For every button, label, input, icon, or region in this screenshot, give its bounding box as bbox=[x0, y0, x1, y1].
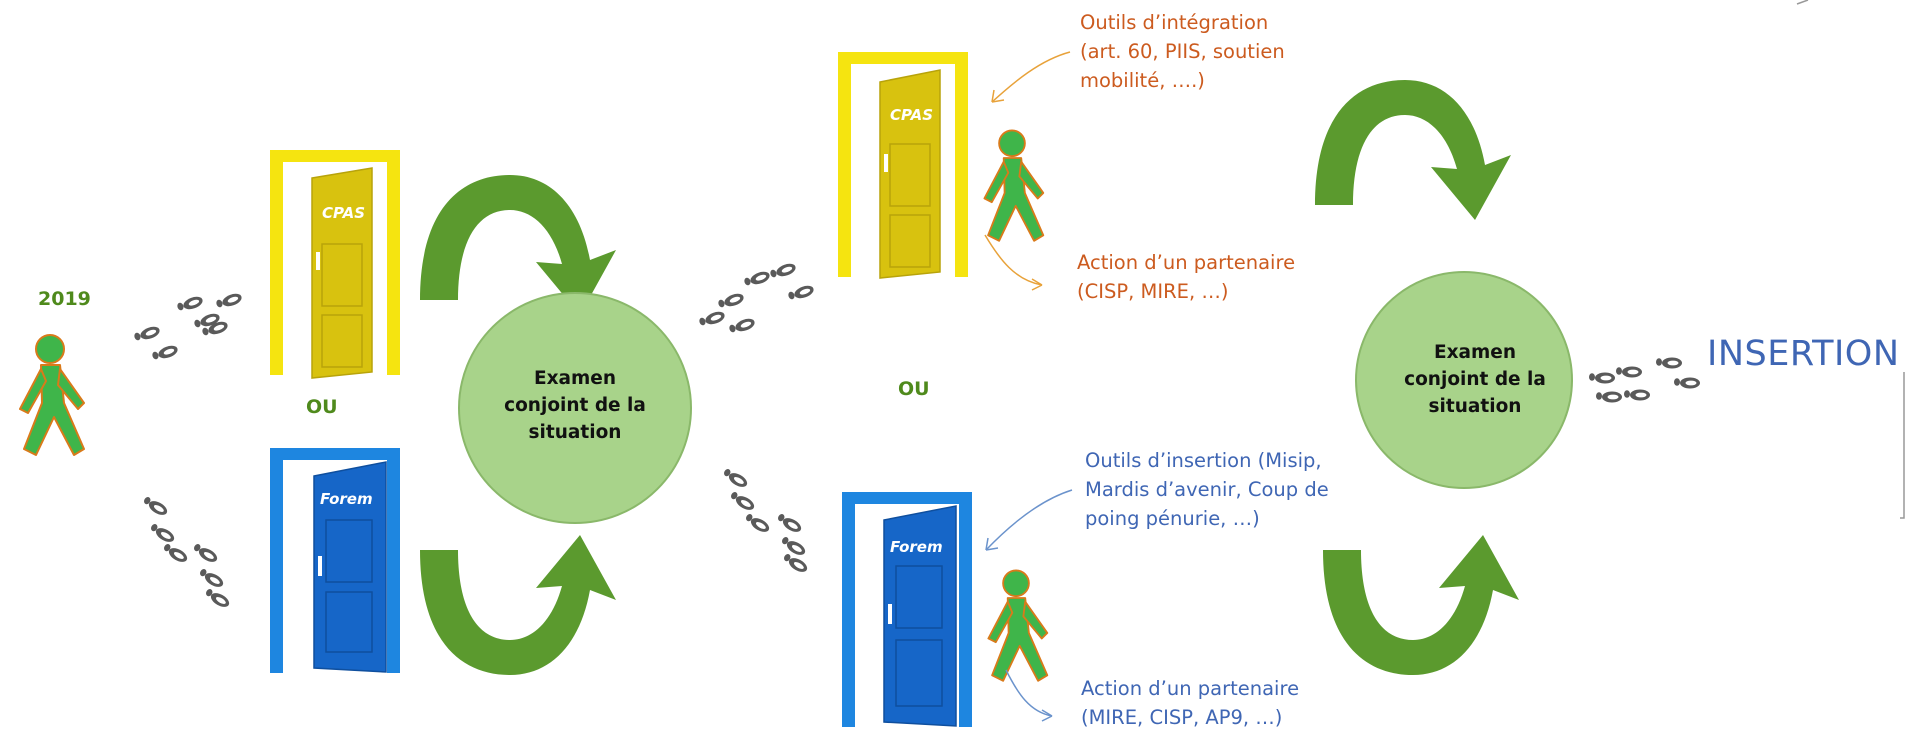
or-label: OU bbox=[306, 396, 338, 418]
door-forem-label: Forem bbox=[320, 490, 373, 508]
or-label: OU bbox=[898, 378, 930, 400]
frame-edge bbox=[1900, 372, 1905, 519]
door-cpas-label: CPAS bbox=[322, 204, 365, 222]
door-forem-label: Forem bbox=[890, 538, 943, 556]
footprints-icon bbox=[1589, 357, 1700, 403]
walking-person-icon bbox=[19, 334, 85, 456]
forem-insertion-tools-note: Outils d’insertion (Misip, Mardis d’aven… bbox=[1085, 449, 1329, 530]
cpas-partner-action-note: Action d’un partenaire (CISP, MIRE, …) bbox=[1077, 251, 1296, 303]
joint-review-label: Examen conjoint de la situation bbox=[504, 368, 646, 443]
footprints-icon bbox=[698, 261, 816, 336]
door-icon: Forem bbox=[270, 448, 400, 673]
footprints-icon bbox=[721, 467, 810, 575]
walking-person-icon bbox=[983, 129, 1045, 242]
footprints-icon bbox=[133, 291, 244, 363]
walking-person-icon bbox=[987, 569, 1049, 682]
curved-arrow-icon bbox=[1315, 80, 1511, 220]
insertion-label: INSERTION bbox=[1707, 334, 1900, 374]
joint-review-label: Examen conjoint de la situation bbox=[1404, 342, 1546, 417]
footprints-icon bbox=[141, 495, 232, 610]
cpas-integration-tools-note: Outils d’intégration (art. 60, PIIS, sou… bbox=[1080, 11, 1285, 92]
forem-partner-action-note: Action d’un partenaire (MIRE, CISP, AP9,… bbox=[1081, 677, 1300, 729]
door-icon: CPAS bbox=[838, 52, 968, 279]
door-icon: Forem bbox=[842, 492, 972, 727]
joint-review-circle bbox=[1355, 271, 1573, 489]
frame-edge bbox=[1796, 0, 1809, 5]
curved-arrow-icon bbox=[1323, 535, 1519, 675]
curved-arrow-icon bbox=[420, 535, 616, 675]
year-label: 2019 bbox=[38, 288, 91, 310]
door-cpas-label: CPAS bbox=[890, 106, 933, 124]
door-icon: CPAS bbox=[270, 150, 400, 379]
joint-review-circle bbox=[458, 292, 692, 524]
pointer-arrow bbox=[984, 51, 1073, 722]
